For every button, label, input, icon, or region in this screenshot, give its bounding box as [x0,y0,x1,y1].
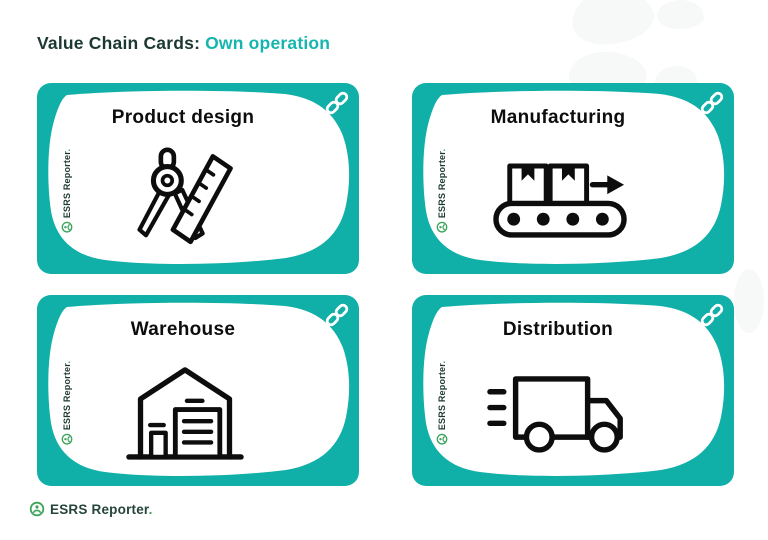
esrs-reporter-logo-icon [29,501,45,517]
decor-blob [657,0,704,29]
footer-brand: ESRS Reporter. [29,501,153,517]
esrs-reporter-logo-icon [61,433,73,445]
card-title: Manufacturing [490,107,626,128]
link-button[interactable] [323,89,351,117]
watermark: ESRS Reporter. [59,351,75,455]
link-button[interactable] [698,89,726,117]
warehouse-icon [37,345,333,478]
link-icon [325,303,349,327]
card-title: Distribution [502,319,614,340]
card-product-design[interactable]: Product design ESRS Reporter. [37,83,359,274]
card-blob-shape [423,302,725,476]
watermark: ESRS Reporter. [434,351,450,455]
link-button[interactable] [323,301,351,329]
card-title: Product design [111,107,255,128]
compass-ruler-icon [37,133,333,266]
footer-brand-text: ESRS Reporter. [50,501,153,517]
page-title: Value Chain Cards:Own operation [37,33,330,54]
watermark: ESRS Reporter. [59,139,75,243]
esrs-reporter-logo-icon [61,221,73,233]
link-icon [325,91,349,115]
card-title: Warehouse [130,319,236,340]
watermark: ESRS Reporter. [434,139,450,243]
decor-blob [734,269,764,333]
page-title-highlight: Own operation [205,33,331,53]
link-button[interactable] [698,301,726,329]
card-warehouse[interactable]: Warehouse ESRS Reporter. [37,295,359,486]
esrs-reporter-logo-icon [436,221,448,233]
card-manufacturing[interactable]: Manufacturing ESRS Reporter. [412,83,734,274]
decor-blob [570,0,656,47]
esrs-reporter-logo-icon [436,433,448,445]
card-distribution[interactable]: Distribution ESRS Reporter. [412,295,734,486]
conveyor-belt-icon [412,133,708,266]
card-blob-shape [48,302,350,476]
page-title-prefix: Value Chain Cards: [37,33,201,53]
link-icon [700,303,724,327]
truck-icon [412,345,708,478]
link-icon [700,91,724,115]
